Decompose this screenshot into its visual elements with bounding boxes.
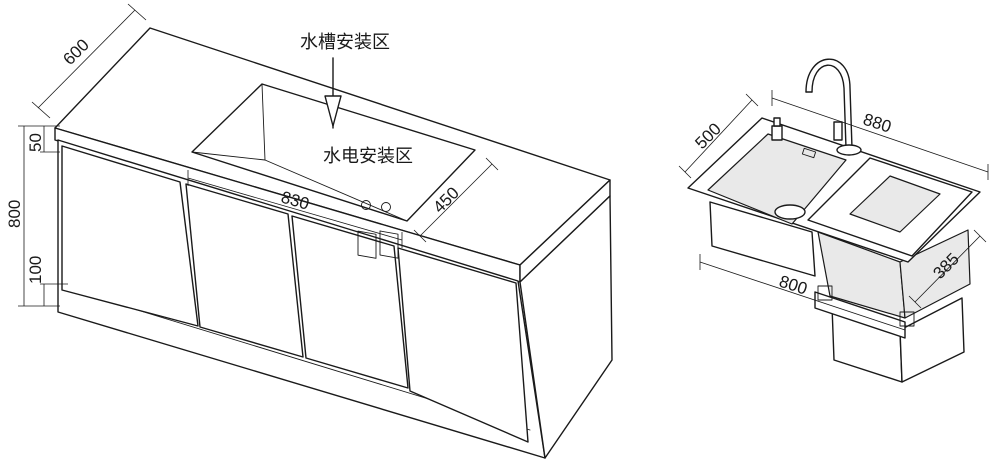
cabinet-door-1 [61, 145, 199, 327]
down-arrow-icon [324, 57, 342, 129]
svg-text:100: 100 [26, 256, 45, 284]
cabinet-drawing: 水槽安装区 水电安装区 600 800 50 100 [5, 3, 613, 459]
dim-plinth: 100 [26, 256, 68, 306]
cabinet-door-2 [185, 183, 304, 358]
svg-text:500: 500 [691, 119, 724, 152]
dim-cabinet-height: 800 [5, 125, 60, 307]
dim-top-thickness: 50 [26, 126, 60, 153]
svg-text:880: 880 [861, 110, 894, 137]
socket-panel-1 [357, 230, 377, 259]
utility-area-label: 水电安装区 [323, 146, 413, 167]
drain-icon [774, 204, 806, 220]
cabinet-side [519, 195, 613, 459]
faucet-icon [805, 58, 862, 156]
sink-opening [191, 83, 476, 222]
sink-unit-drawing: 500 880 800 385 [678, 58, 989, 383]
socket-panel-2 [379, 230, 399, 259]
cabinet-door-3 [291, 215, 409, 389]
pipe-hole-1 [361, 200, 371, 210]
svg-text:800: 800 [777, 272, 810, 299]
soap-dispenser-icon [771, 117, 783, 141]
sink-basin-body [709, 201, 816, 277]
sink-area-label: 水槽安装区 [300, 32, 390, 53]
svg-text:800: 800 [5, 200, 24, 228]
svg-text:600: 600 [59, 35, 92, 68]
svg-text:50: 50 [26, 133, 45, 152]
pipe-hole-2 [381, 202, 391, 212]
cabinet-door-4 [397, 247, 529, 443]
